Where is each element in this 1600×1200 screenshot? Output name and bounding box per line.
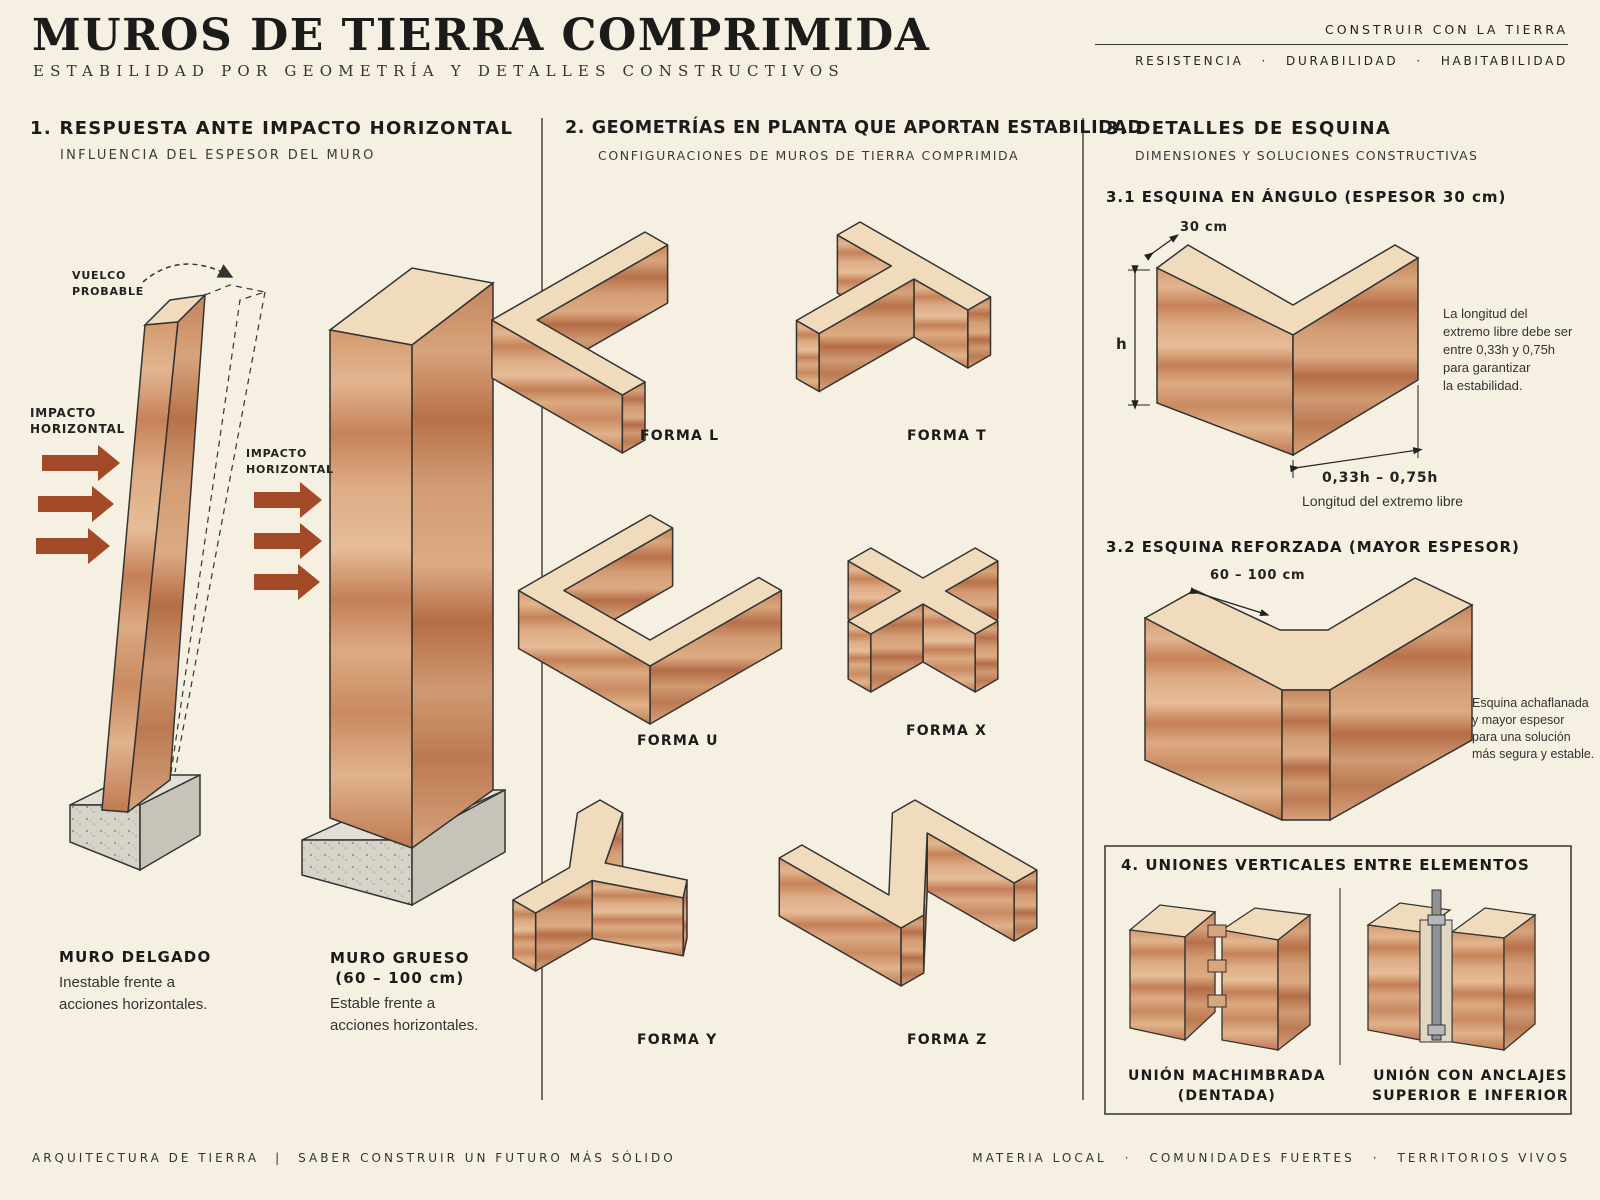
impact-arrows-left [36, 445, 120, 564]
section3-subtitle: DIMENSIONES Y SOLUCIONES CONSTRUCTIVAS [1135, 148, 1479, 163]
footer-right: MATERIA LOCAL · COMUNIDADES FUERTES · TE… [972, 1151, 1570, 1165]
section31-title: 3.1 ESQUINA EN ÁNGULO (ESPESOR 30 cm) [1106, 188, 1507, 206]
thin-wall-title: MURO DELGADO [59, 948, 212, 966]
thick-wall [328, 267, 495, 850]
tagline-item: DURABILIDAD [1286, 54, 1399, 68]
unions-box [1104, 845, 1572, 1115]
wall-top [778, 799, 1038, 929]
section2-subtitle: CONFIGURACIONES DE MUROS DE TIERRA COMPR… [598, 148, 1020, 163]
brand-label: CONSTRUIR CON LA TIERRA [1325, 22, 1568, 37]
vuelco-arrow [142, 263, 234, 283]
section3-title: 3. DETALLES DE ESQUINA [1106, 118, 1392, 139]
anchored-union-drawing [1366, 889, 1537, 1052]
brand-rule [1095, 44, 1568, 45]
page-title: MUROS DE TIERRA COMPRIMIDA [32, 10, 931, 61]
tongue-groove-drawing [1128, 904, 1312, 1052]
footer-sep: | [275, 1151, 283, 1165]
tipping-outline [169, 284, 268, 781]
tagline: RESISTENCIA · DURABILIDAD · HABITABILIDA… [1135, 54, 1568, 68]
corner-reinforced-drawing [1143, 577, 1474, 822]
section4-title: 4. UNIONES VERTICALES ENTRE ELEMENTOS [1121, 856, 1530, 874]
form-l-shape [491, 231, 669, 454]
tagline-item: RESISTENCIA [1135, 54, 1244, 68]
section1-subtitle: INFLUENCIA DEL ESPESOR DEL MURO [60, 148, 376, 163]
form-u-shape [517, 514, 783, 725]
wall-top [795, 221, 992, 335]
footer-item: TERRITORIOS VIVOS [1397, 1151, 1570, 1165]
tongue-groove-label: UNIÓN MACHIMBRADA(DENTADA) [1128, 1068, 1326, 1104]
thickness-label: 30 cm [1180, 220, 1228, 235]
form-x-shape [847, 547, 999, 693]
form-t-shape [795, 221, 992, 393]
footer-item: MATERIA LOCAL [972, 1151, 1107, 1165]
tagline-dot: · [1416, 54, 1423, 68]
height-label: h [1116, 335, 1128, 353]
impact-arrows-right [254, 482, 322, 600]
section2-title: 2. GEOMETRÍAS EN PLANTA QUE APORTAN ESTA… [565, 118, 1143, 138]
footer-item: COMUNIDADES FUERTES [1149, 1151, 1355, 1165]
thick-wall-title: MURO GRUESO(60 – 100 cm) [330, 949, 470, 987]
footer-sep: · [1124, 1151, 1132, 1165]
section1-title: 1. RESPUESTA ANTE IMPACTO HORIZONTAL [30, 118, 514, 139]
wall-top [517, 514, 783, 667]
form-z-label: FORMA Z [907, 1032, 988, 1048]
footer-left: ARQUITECTURA DE TIERRA | SABER CONSTRUIR… [32, 1151, 676, 1165]
footer-item: SABER CONSTRUIR UN FUTURO MÁS SÓLIDO [298, 1151, 676, 1165]
forms-layer [491, 221, 1038, 987]
corner-angle-drawing [1128, 234, 1423, 478]
thin-wall [101, 293, 208, 814]
tagline-item: HABITABILIDAD [1440, 54, 1568, 68]
footer-sep: · [1372, 1151, 1380, 1165]
wall-top [847, 547, 999, 635]
tagline-dot: · [1261, 54, 1269, 68]
free-end-dim: 0,33h – 0,75h [1322, 470, 1439, 486]
form-u-label: FORMA U [637, 733, 719, 749]
form-z-shape [778, 799, 1038, 987]
form-l-label: FORMA L [640, 428, 720, 444]
reinforced-dim: 60 – 100 cm [1210, 568, 1306, 583]
form-y-label: FORMA Y [637, 1032, 718, 1048]
form-t-label: FORMA T [907, 428, 987, 444]
free-end-caption: Longitud del extremo libre [1302, 493, 1464, 509]
section32-title: 3.2 ESQUINA REFORZADA (MAYOR ESPESOR) [1106, 538, 1520, 556]
wall-top [512, 799, 688, 914]
page-subtitle: ESTABILIDAD POR GEOMETRÍA Y DETALLES CON… [33, 62, 845, 80]
footer-item: ARQUITECTURA DE TIERRA [32, 1151, 260, 1165]
form-x-label: FORMA X [906, 723, 988, 739]
form-y-shape [512, 799, 688, 972]
wall-top [491, 231, 669, 396]
